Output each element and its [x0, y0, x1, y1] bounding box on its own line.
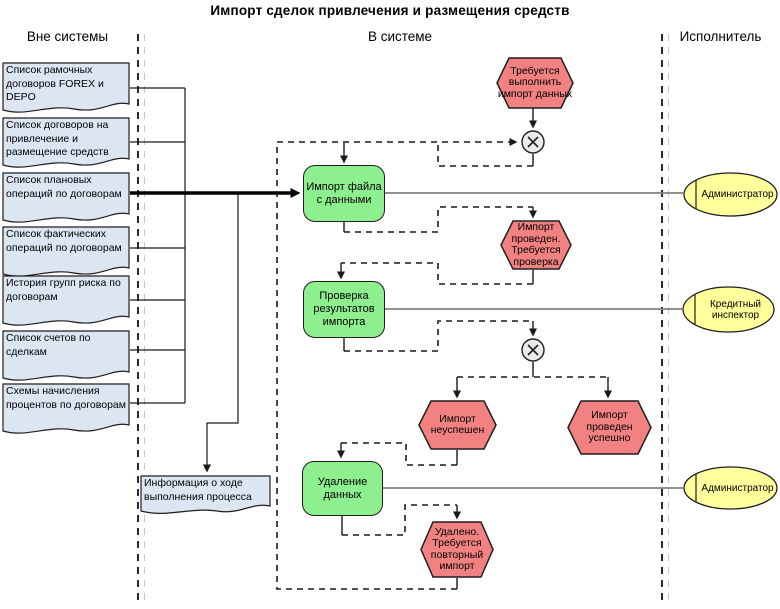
function-import-file: Импорт файла с данными — [303, 165, 385, 222]
document-risk-group-history: История групп риска по договорам — [2, 275, 130, 333]
document-label: Список счетов по сделкам — [6, 332, 91, 358]
diagram-title: Импорт сделок привлечения и размещения с… — [210, 3, 570, 18]
actor-ellipse — [683, 172, 778, 217]
event-label: Импорт проведен успешно — [586, 409, 633, 445]
document-process-progress: Информация о ходе выполнения процесса — [140, 475, 271, 520]
actor-label: Кредитный инспектор — [709, 298, 762, 321]
document-shape — [2, 62, 130, 113]
to-progress-document-arrow — [203, 194, 239, 473]
xor-connector-2 — [521, 338, 545, 362]
document-actual-operations: Список фактических операций по договорам — [2, 226, 130, 284]
event-hexagon — [496, 57, 574, 109]
document-collector-lines — [130, 87, 186, 404]
event-import-success: Импорт проведен успешно — [567, 400, 652, 455]
actor-credit-inspector: Кредитный инспектор — [682, 286, 775, 333]
function2-to-xor2-path — [344, 320, 533, 352]
event-hexagon — [567, 400, 652, 455]
function-delete-data: Удаление данных — [302, 461, 383, 516]
function-label: Удаление данных — [317, 475, 368, 501]
actor-ellipse — [683, 466, 778, 510]
lane-divider-right-inner — [668, 34, 669, 606]
xor-icon — [521, 130, 545, 154]
document-contracts-list: Список договоров на привлечение и размещ… — [2, 117, 130, 175]
lane-divider-left-inner — [144, 34, 145, 606]
event-label: Импорт неуспешен — [430, 412, 485, 436]
event-hexagon — [418, 400, 497, 450]
function3-to-event5-path — [342, 504, 457, 536]
document-label: Список фактических операций по договорам — [6, 228, 122, 254]
document-shape — [2, 330, 130, 381]
event-label: Требуется выполнить импорт данных — [497, 64, 573, 100]
event-label: Импорт проведен. Требуется проверка — [511, 221, 561, 268]
event2-to-function2-path — [341, 262, 533, 285]
document-forex-depo-list: Список рамочных договоров FOREX и DEPO — [2, 62, 130, 120]
lane-header-executor: Исполнитель — [679, 29, 762, 44]
event-deleted-reimport-required: Удалено. Требуется повторный импорт — [420, 521, 494, 578]
document-label: Список плановых операций по договорам — [6, 174, 122, 200]
event3-to-function3-path — [341, 442, 457, 466]
document-shape — [2, 172, 130, 223]
function-label: Проверка результатов импорта — [313, 290, 375, 328]
feedback-loop-to-xor1 — [276, 138, 518, 590]
document-label: Список рамочных договоров FOREX и DEPO — [6, 64, 104, 103]
xor-icon — [521, 338, 545, 362]
event-hexagon — [420, 521, 494, 578]
document-shape — [140, 475, 271, 514]
document-label: История групп риска по договорам — [6, 277, 121, 303]
lane-header-outside-system: Вне системы — [26, 29, 109, 44]
function-check-import-results: Проверка результатов импорта — [303, 281, 385, 338]
xor-connector-1 — [521, 130, 545, 154]
document-label: Список договоров на привлечение и размещ… — [6, 119, 109, 158]
document-shape — [2, 117, 130, 168]
event-hexagon — [500, 220, 572, 270]
lane-divider-right — [661, 34, 663, 606]
document-deal-accounts: Список счетов по сделкам — [2, 330, 130, 388]
actor-label: Администратор — [701, 482, 774, 494]
event-label: Удалено. Требуется повторный импорт — [430, 525, 484, 572]
actor-label: Администратор — [701, 189, 774, 200]
function-label: Импорт файла с данными — [306, 180, 382, 206]
xor1-to-function1-path — [437, 143, 533, 167]
document-shape — [2, 383, 130, 434]
event-import-done-check-required: Импорт проведен. Требуется проверка — [500, 220, 572, 270]
lane-header-in-system: В системе — [367, 29, 433, 44]
document-label: Информация о ходе выполнения процесса — [144, 477, 252, 503]
actor-ellipse — [682, 286, 775, 333]
event-import-required: Требуется выполнить импорт данных — [496, 57, 574, 109]
document-shape — [2, 275, 130, 326]
actor-administrator-1: Администратор — [683, 172, 778, 217]
function1-to-event2-path — [344, 206, 533, 233]
actor-administrator-2: Администратор — [683, 466, 778, 510]
document-planned-operations: Список плановых операций по договорам — [2, 172, 130, 230]
document-label: Схемы начисления процентов по договорам — [6, 385, 126, 411]
document-interest-schemes: Схемы начисления процентов по договорам — [2, 383, 130, 441]
event-import-failed: Импорт неуспешен — [418, 400, 497, 450]
lane-divider-left — [137, 34, 139, 606]
